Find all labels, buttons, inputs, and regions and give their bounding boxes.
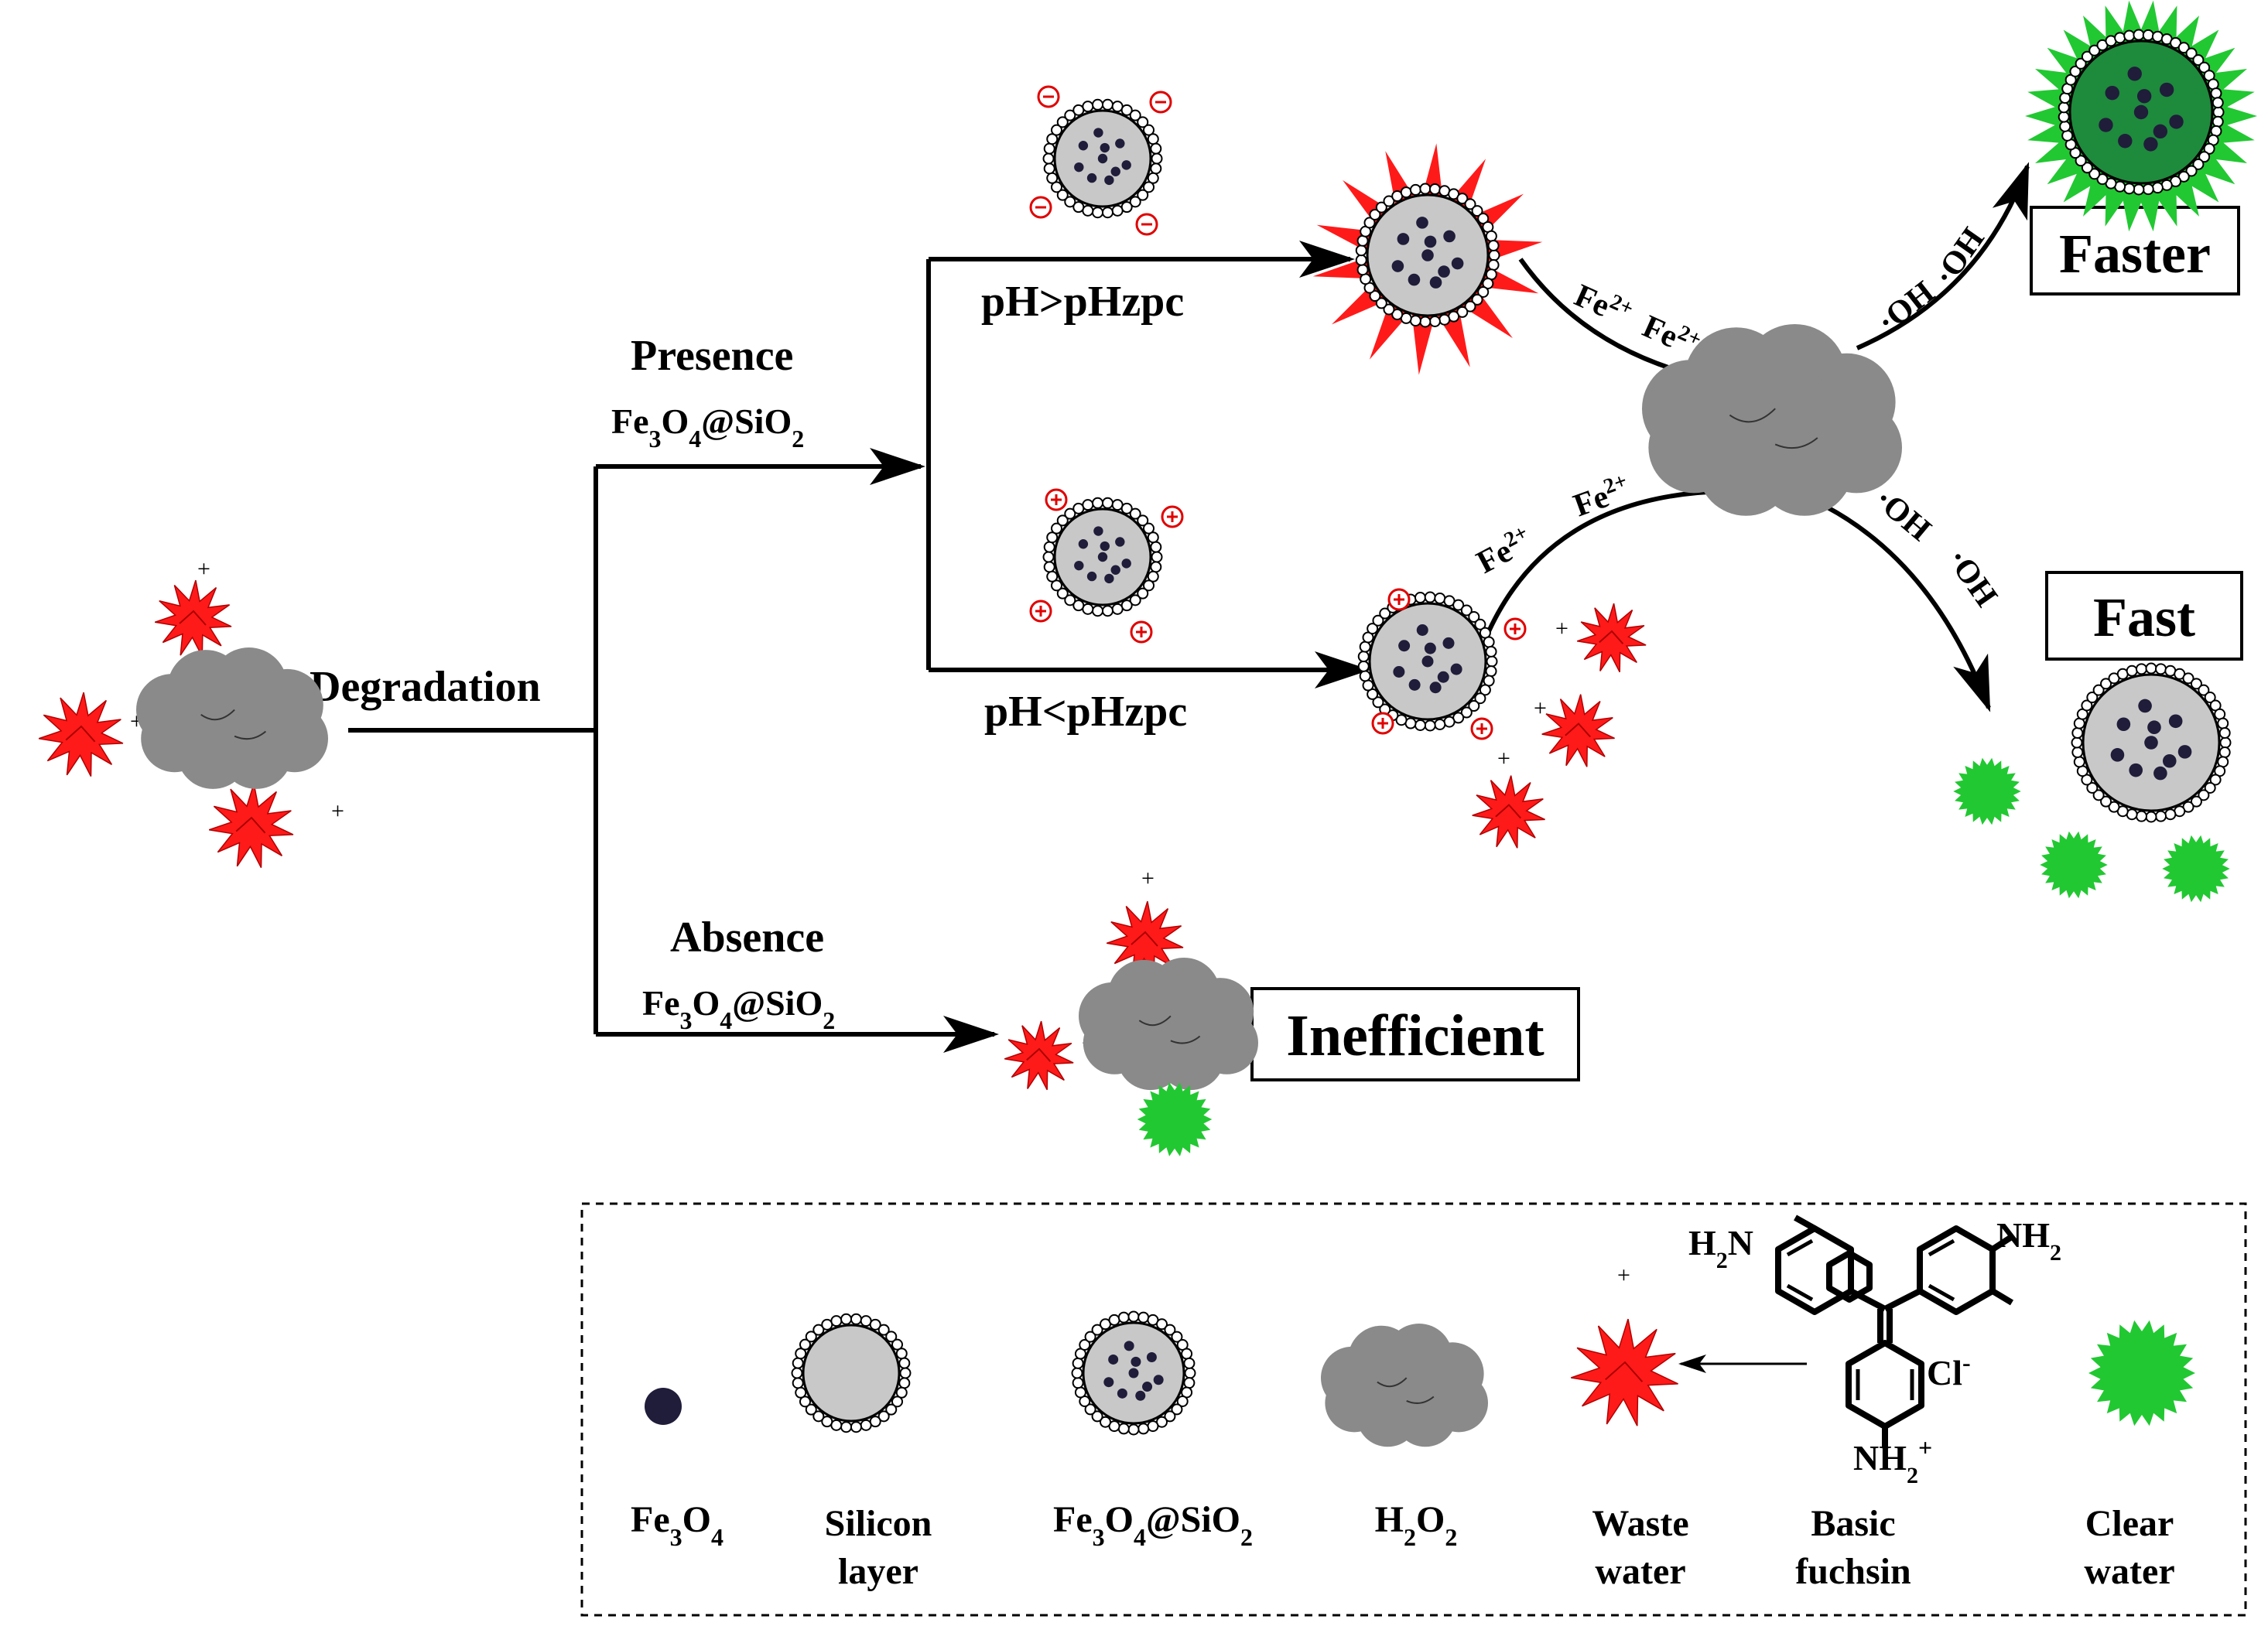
dye-charge: + [1141,866,1155,891]
dye-molecule-start-2: + [154,556,232,658]
legend-label-3: H2O2 [1375,1499,1458,1551]
dye-charge: + [1497,746,1510,771]
outcome-box-fast: Fast [2045,571,2243,661]
fe-release-curve-lower [1483,489,1726,640]
oh-radical-upper-1: ·OH [1871,275,1941,340]
legend-label-2: Fe3O4@SiO2 [1053,1499,1253,1551]
surface-charge [1037,85,1060,108]
basic-fuchsin-structure [1826,1250,1873,1303]
legend-clear-water-icon [2088,1320,2195,1426]
catalyst-particle-low-ph [1357,588,1527,740]
legend-h2o2-icon [1321,1324,1488,1447]
basic-fuchsin-inner-lines [1786,1238,1955,1400]
dye-molecule-absence-1 [1004,1020,1074,1091]
bond-left [1849,1288,1887,1312]
dye-charge: + [1617,1262,1630,1288]
clear-water-drop-absence [1137,1082,1213,1156]
degradation-label: Degradation [310,663,541,711]
surface-charge [1470,717,1493,740]
svg-text:Fe2+: Fe2+ [1569,275,1637,333]
surface-charge [1135,213,1158,236]
diagram-objects: +++++++++ [38,0,2257,1447]
dye-charge: + [1555,616,1568,641]
catalyst-particle-clean-faster [2058,29,2225,196]
catalyst-particle-fast [2071,662,2232,823]
oh-upper-arrow [1856,162,2030,350]
surface-charge [1371,712,1394,735]
h2o2-cloud-absence [1079,958,1258,1091]
surface-charge [1149,91,1172,114]
legend-frame [580,1202,2247,1617]
catalyst-label-absence: Fe3O4@SiO2 [642,983,835,1034]
surface-charge [1130,620,1153,644]
structure-nh2-plus: NH2+ [1853,1433,1932,1488]
absence-label: Absence [670,914,824,962]
fe-ion-label-lower-2: Fe2+ [1568,468,1635,524]
dye-molecule-low-ph-3: + [1472,746,1545,849]
dye-charge: + [1534,695,1547,721]
surface-charge [1029,600,1052,623]
dye-charge: + [197,556,210,582]
clear-water-drop-3 [2162,835,2230,903]
legend-label-0: Fe3O4 [631,1499,724,1551]
bond-h2n [1794,1215,1816,1232]
catalyst-label-presence: Fe3O4@SiO2 [611,401,804,453]
left-benzene-ring [1775,1225,1854,1315]
legend-fe3o4-icon [645,1388,682,1425]
structure-nh2: NH2 [1996,1215,2061,1266]
svg-text:Fe2+: Fe2+ [1568,468,1635,524]
surface-charge [1045,488,1068,511]
outcome-box-faster: Faster [2030,206,2240,296]
dye-molecule-absence-2: + [1106,866,1184,979]
dye-charge: + [331,798,344,824]
bond-right [1883,1288,1921,1312]
dye-molecule-start-3: + [208,783,344,868]
catalyst-particle-adsorbed [1355,183,1500,328]
oh-radical-lower-2: ·OH [1940,542,2004,613]
oh-radical-upper-2: ·OH [1928,221,1992,292]
flow-lines [348,162,2030,1053]
dye-molecule-start-1 [38,692,124,777]
legend-waste-water-icon: + [1571,1262,1678,1426]
surface-charge [1503,617,1527,641]
surface-charge [1161,505,1184,528]
dye-molecule-low-ph-2: + [1534,694,1615,767]
outcome-box-inefficient: Inefficient [1250,987,1580,1081]
faster-label: Faster [2059,223,2211,285]
legend-catalyst-icon [1071,1310,1196,1436]
h2o2-cloud-center [1642,324,1902,516]
dye-molecule-low-ph-1: + [1555,603,1647,673]
bond-nh2 [1990,1235,2013,1252]
catalyst-particle-positive [1029,488,1184,644]
catalyst-particle-negative [1029,85,1172,236]
clear-water-drop-2 [2040,831,2108,899]
right-benzene-ring [1917,1225,1996,1315]
inefficient-label: Inefficient [1286,1003,1544,1068]
ph-low-label: pH<pHzpc [984,688,1187,736]
surface-charge [1387,588,1411,611]
oh-lower-arrow [1825,504,1991,712]
h2o2-cloud-start [136,647,328,789]
ph-high-label: pH>pHzpc [981,278,1184,326]
legend-silicon-layer-icon [791,1313,912,1433]
oh-radical-lower-1: ·OH [1868,481,1938,548]
fe-ion-label-upper-1: Fe2+ [1569,275,1637,333]
structure-h2n: H2N [1688,1223,1753,1273]
surface-charge [1029,196,1052,219]
basic-fuchsin-rings [1775,1215,2014,1448]
clear-water-drop-1 [1953,757,2021,825]
methyl-bond [1990,1288,2014,1306]
structure-chloride: Cl- [1927,1348,1971,1392]
presence-label: Presence [631,332,793,380]
fast-label: Fast [2093,586,2195,648]
